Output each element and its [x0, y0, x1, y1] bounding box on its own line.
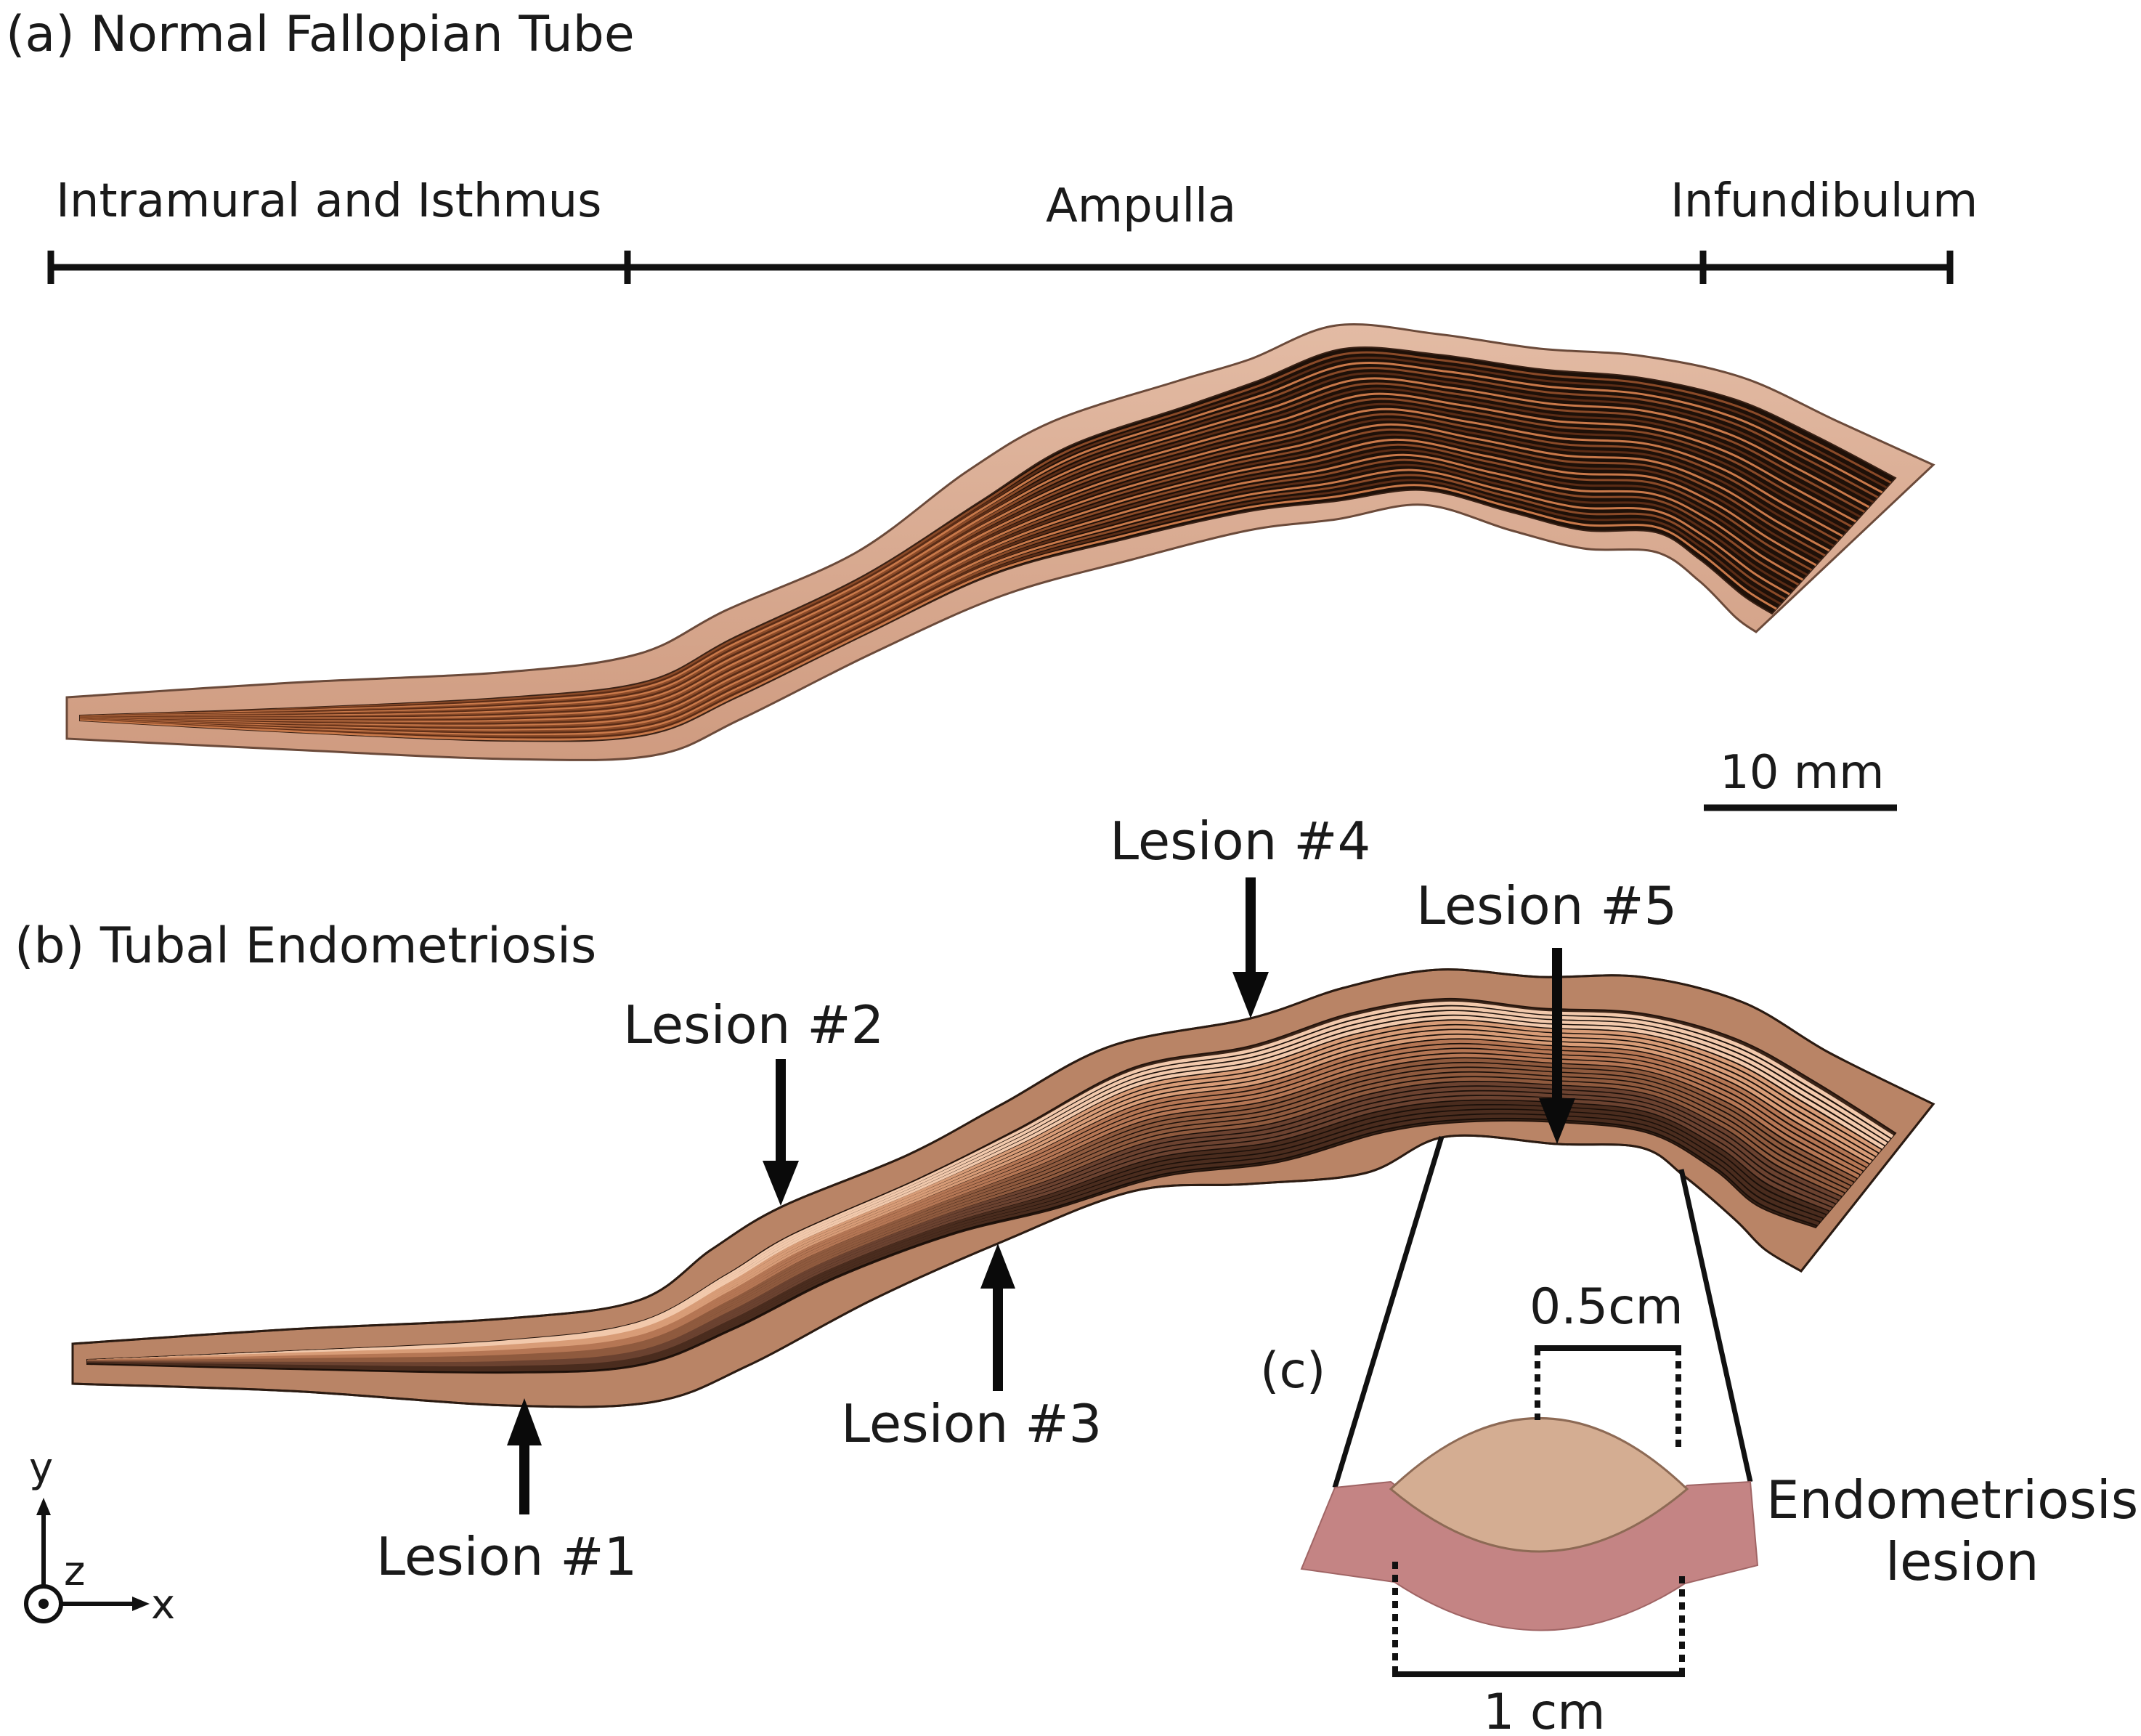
segment-label-isthmus: Intramural and Isthmus — [56, 174, 602, 228]
panel-b-title: (b) Tubal Endometriosis — [15, 917, 596, 975]
lesion-2-arrow — [763, 1059, 799, 1206]
lesion-3-arrow — [980, 1244, 1015, 1391]
mucosal-fold-line — [80, 407, 1843, 720]
panel-c-label: (c) — [1260, 1342, 1325, 1400]
mucosal-fold-line — [80, 433, 1821, 726]
axes-triad — [24, 1498, 150, 1623]
mucosal-fold-line — [80, 397, 1853, 718]
mucosal-fold-line — [80, 453, 1804, 731]
mucosal-fold-line — [80, 402, 1848, 719]
mucosal-fold-line — [80, 362, 1883, 718]
scale-bar-label: 10 mm — [1720, 746, 1884, 800]
mucosal-fold-line — [80, 418, 1835, 722]
tube-b-outer-outline — [71, 968, 1935, 1408]
mucosal-fold-line — [80, 356, 1888, 717]
lesion-5-arrow — [1539, 948, 1575, 1144]
mucosal-fold-line — [80, 438, 1817, 727]
axis-label-y: y — [29, 1445, 53, 1492]
lesion-3-label: Lesion #3 — [841, 1393, 1102, 1454]
mucosal-fold-line — [80, 463, 1795, 734]
mucosal-fold-line — [80, 372, 1874, 718]
mucosal-fold-outline — [87, 1118, 1818, 1374]
dimension-width-label: 1 cm — [1483, 1684, 1606, 1736]
dimension-width — [1392, 1562, 1685, 1677]
mucosal-fold-line — [80, 367, 1879, 718]
mucosal-fold-line — [80, 479, 1782, 739]
lesion-1-label: Lesion #1 — [376, 1526, 637, 1587]
dimension-height — [1535, 1345, 1681, 1453]
tube-a-mucosal-folds — [80, 351, 1892, 741]
endometriosis-lesion — [1389, 1417, 1689, 1553]
mucosal-fold-line — [80, 351, 1892, 717]
mucosal-fold-line — [80, 428, 1826, 724]
mucosal-fold-line — [80, 413, 1839, 721]
panel-a: (a) Normal Fallopian Tube Intramural and… — [6, 6, 1978, 811]
scale-bar: 10 mm — [1704, 746, 1897, 811]
lesion-5-label: Lesion #5 — [1416, 875, 1677, 936]
zoom-line-right — [1678, 1169, 1753, 1483]
segment-label-infundibulum: Infundibulum — [1670, 174, 1978, 228]
tube-b-mucosal-folds — [87, 1001, 1894, 1374]
mucosal-fold-line — [80, 392, 1857, 718]
segment-ruler — [47, 251, 1954, 284]
lesion-2-label: Lesion #2 — [623, 994, 884, 1055]
mucosal-fold-line — [80, 382, 1866, 718]
lesion-1-arrow — [507, 1398, 542, 1514]
lesion-4-arrow — [1232, 877, 1269, 1018]
lesion-arrows — [507, 877, 1575, 1514]
lesion-callout-line2: lesion — [1885, 1531, 2039, 1592]
mucosal-fold-line — [80, 377, 1870, 718]
axis-label-x: x — [151, 1581, 175, 1628]
dimension-height-label: 0.5cm — [1529, 1278, 1683, 1336]
mucosal-fold-line — [80, 458, 1800, 733]
panel-c: (c) 0.5cm 1 cm Endometriosis lesion — [1260, 1135, 2138, 1736]
segment-label-ampulla: Ampulla — [1046, 179, 1236, 233]
mucosal-fold-line — [80, 448, 1808, 730]
zoom-line-left — [1332, 1135, 1445, 1489]
mucosal-fold-line — [80, 484, 1777, 741]
mucosal-fold-line — [80, 469, 1791, 736]
lesion-4-label: Lesion #4 — [1110, 811, 1370, 872]
mucosal-fold-line — [80, 423, 1830, 723]
mucosal-fold-line — [80, 387, 1861, 718]
mucosal-fold-line — [80, 474, 1786, 738]
axis-label-z: z — [64, 1548, 85, 1595]
panel-a-title: (a) Normal Fallopian Tube — [6, 6, 635, 63]
lesion-callout-line1: Endometriosis — [1766, 1469, 2138, 1530]
mucosal-fold-line — [80, 443, 1813, 729]
panel-b: (b) Tubal Endometriosis — [15, 811, 1935, 1587]
